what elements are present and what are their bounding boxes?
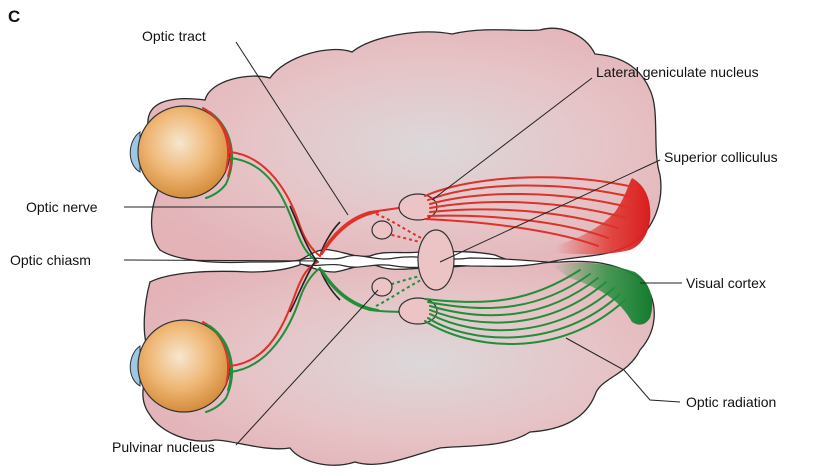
superior-colliculus-label: Superior colliculus (664, 149, 778, 165)
optic-nerve-label: Optic nerve (26, 199, 98, 215)
optic-radiation-label: Optic radiation (686, 394, 776, 410)
pulvinar-nucleus-upper (372, 221, 392, 239)
pulvinar-nucleus-label: Pulvinar nucleus (112, 439, 215, 455)
visual-cortex-label: Visual cortex (686, 275, 766, 291)
upper-eye (130, 106, 232, 198)
optic-tract-label: Optic tract (142, 28, 206, 44)
panel-label: C (8, 7, 20, 26)
optic-chiasm-label: Optic chiasm (10, 252, 91, 268)
lateral-geniculate-label: Lateral geniculate nucleus (596, 64, 759, 80)
superior-colliculus (418, 230, 454, 290)
